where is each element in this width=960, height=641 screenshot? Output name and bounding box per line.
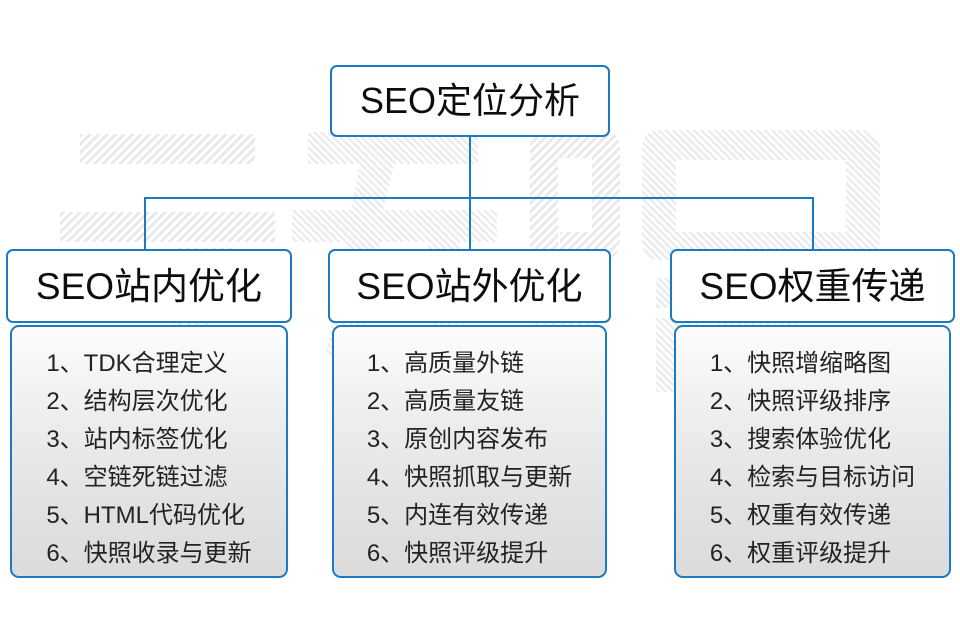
branch-header-seo-offsite[interactable]: SEO站外优化 [328, 249, 611, 323]
root-node-seo-positioning-analysis[interactable]: SEO定位分析 [330, 65, 610, 137]
branch-list-seo-weight: 1、快照增缩略图 2、快照评级排序 3、搜索体验优化 4、检索与目标访问 5、权… [710, 345, 915, 573]
branch-list-seo-onsite: 1、TDK合理定义 2、结构层次优化 3、站内标签优化 4、空链死链过滤 5、H… [46, 345, 251, 573]
branch-body-seo-offsite: 1、高质量外链 2、高质量友链 3、原创内容发布 4、快照抓取与更新 5、内连有… [332, 325, 607, 578]
branch-header-label-seo-onsite: SEO站内优化 [35, 265, 263, 307]
list-item: 4、空链死链过滤 [46, 464, 228, 491]
list-item: 2、结构层次优化 [46, 388, 228, 415]
list-item: 5、HTML代码优化 [46, 502, 245, 529]
branch-header-label-seo-weight: SEO权重传递 [699, 265, 926, 307]
branch-body-seo-onsite: 1、TDK合理定义 2、结构层次优化 3、站内标签优化 4、空链死链过滤 5、H… [10, 325, 288, 578]
list-item: 3、站内标签优化 [46, 426, 228, 453]
list-item: 2、高质量友链 [366, 388, 525, 415]
branch-body-seo-weight: 1、快照增缩略图 2、快照评级排序 3、搜索体验优化 4、检索与目标访问 5、权… [674, 325, 951, 578]
list-item: 3、原创内容发布 [366, 426, 549, 453]
list-item: 3、搜索体验优化 [709, 426, 892, 453]
branch-header-seo-onsite[interactable]: SEO站内优化 [6, 249, 292, 323]
list-item: 6、快照评级提升 [366, 540, 549, 567]
connector-horizontal-bus [144, 197, 814, 199]
list-item: 1、快照增缩略图 [709, 350, 892, 377]
root-node-label: SEO定位分析 [359, 80, 581, 121]
branch-header-seo-weight[interactable]: SEO权重传递 [670, 249, 955, 323]
connector-drop-branch-2 [469, 197, 471, 249]
list-item: 4、快照抓取与更新 [366, 464, 573, 491]
list-item: 6、快照收录与更新 [46, 540, 252, 567]
branch-list-seo-offsite: 1、高质量外链 2、高质量友链 3、原创内容发布 4、快照抓取与更新 5、内连有… [367, 345, 572, 573]
list-item: 1、TDK合理定义 [46, 350, 228, 377]
list-item: 5、内连有效传递 [366, 502, 549, 529]
list-item: 1、高质量外链 [366, 350, 525, 377]
branch-header-label-seo-offsite: SEO站外优化 [356, 265, 583, 307]
list-item: 5、权重有效传递 [709, 502, 892, 529]
connector-drop-branch-1 [144, 197, 146, 249]
list-item: 2、快照评级排序 [709, 388, 892, 415]
connector-drop-branch-3 [812, 197, 814, 249]
list-item: 4、检索与目标访问 [709, 464, 916, 491]
list-item: 6、权重评级提升 [709, 540, 892, 567]
connector-root-stem [469, 136, 471, 198]
